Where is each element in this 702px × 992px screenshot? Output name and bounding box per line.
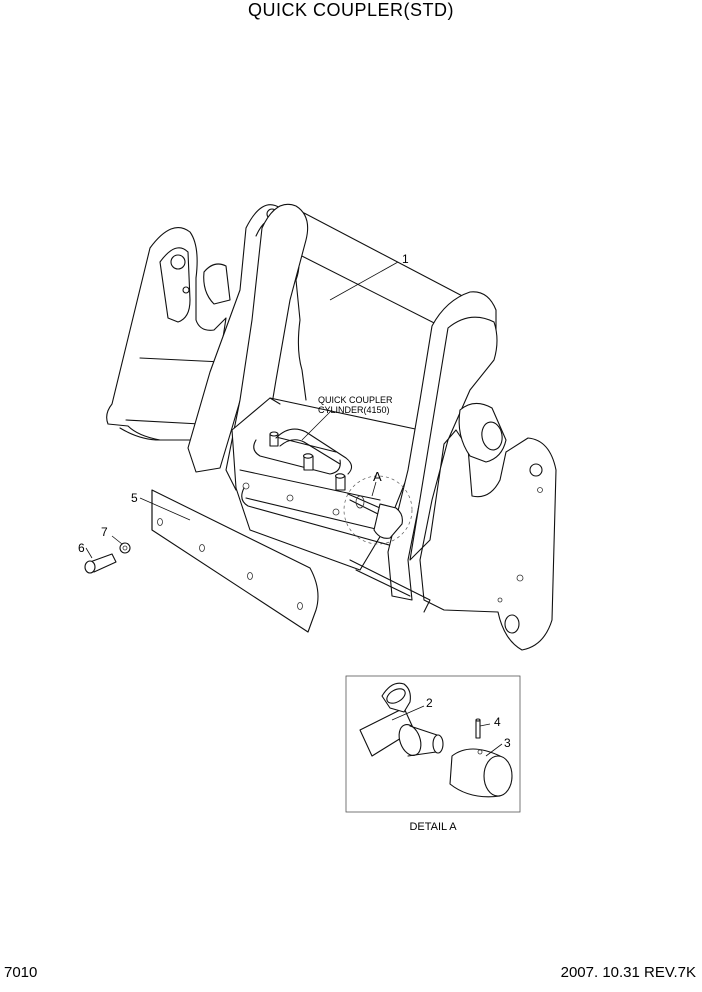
detail-caption: DETAIL A (409, 821, 457, 833)
callout-2: 2 (426, 696, 433, 710)
leader-1 (329, 261, 399, 301)
callout-5: 5 (131, 491, 138, 505)
leader-cylinder (301, 409, 333, 441)
callout-detail-a: A (373, 469, 382, 484)
callout-1: 1 (402, 252, 409, 266)
coupler-frame (106, 203, 557, 651)
callout-6: 6 (78, 541, 85, 555)
page-title: QUICK COUPLER(STD) (247, 0, 454, 20)
page-number: 7010 (4, 964, 38, 981)
callout-7: 7 (101, 525, 108, 539)
wear-plate (151, 489, 319, 633)
cylinder-note-line2: CYLINDER(4150) (318, 405, 390, 415)
cylinder-note-line1: QUICK COUPLER (318, 395, 393, 405)
callout-4: 4 (494, 715, 501, 729)
leader-a (371, 481, 377, 497)
leader-7 (111, 535, 123, 545)
callout-3: 3 (504, 736, 511, 750)
detail-a-box (345, 675, 521, 813)
leader-6 (85, 547, 93, 559)
leader-5 (139, 497, 191, 521)
bolt-washer (84, 542, 131, 574)
revision-date: 2007. 10.31 REV.7K (560, 964, 696, 981)
